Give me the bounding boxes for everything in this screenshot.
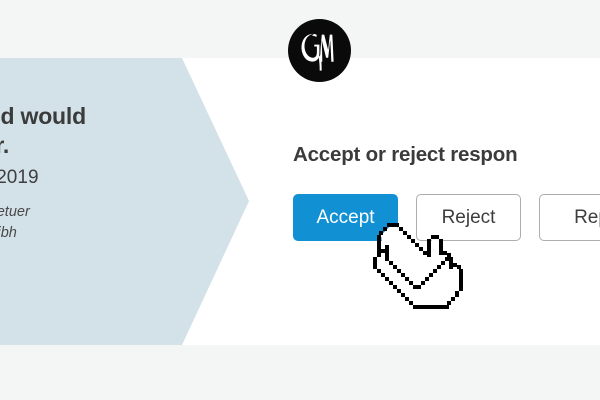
- bottom-bar: [0, 345, 600, 400]
- prompt-heading: Accept or reject respon: [293, 143, 518, 166]
- gm-monogram-logo-icon: [288, 19, 351, 82]
- prompt-button-row: Accept Reject Rep: [293, 194, 600, 241]
- quote-date: uary 2019: [0, 167, 39, 188]
- reply-button[interactable]: Rep: [539, 194, 600, 241]
- accept-button[interactable]: Accept: [293, 194, 398, 241]
- reject-button[interactable]: Reject: [416, 194, 521, 241]
- quote-panel-content: d and would offer. uary 2019 onsectetuer…: [0, 102, 204, 265]
- quote-headline: d and would offer.: [0, 103, 86, 158]
- quote-body: onsectetuer mmy nibh plore”: [0, 204, 30, 241]
